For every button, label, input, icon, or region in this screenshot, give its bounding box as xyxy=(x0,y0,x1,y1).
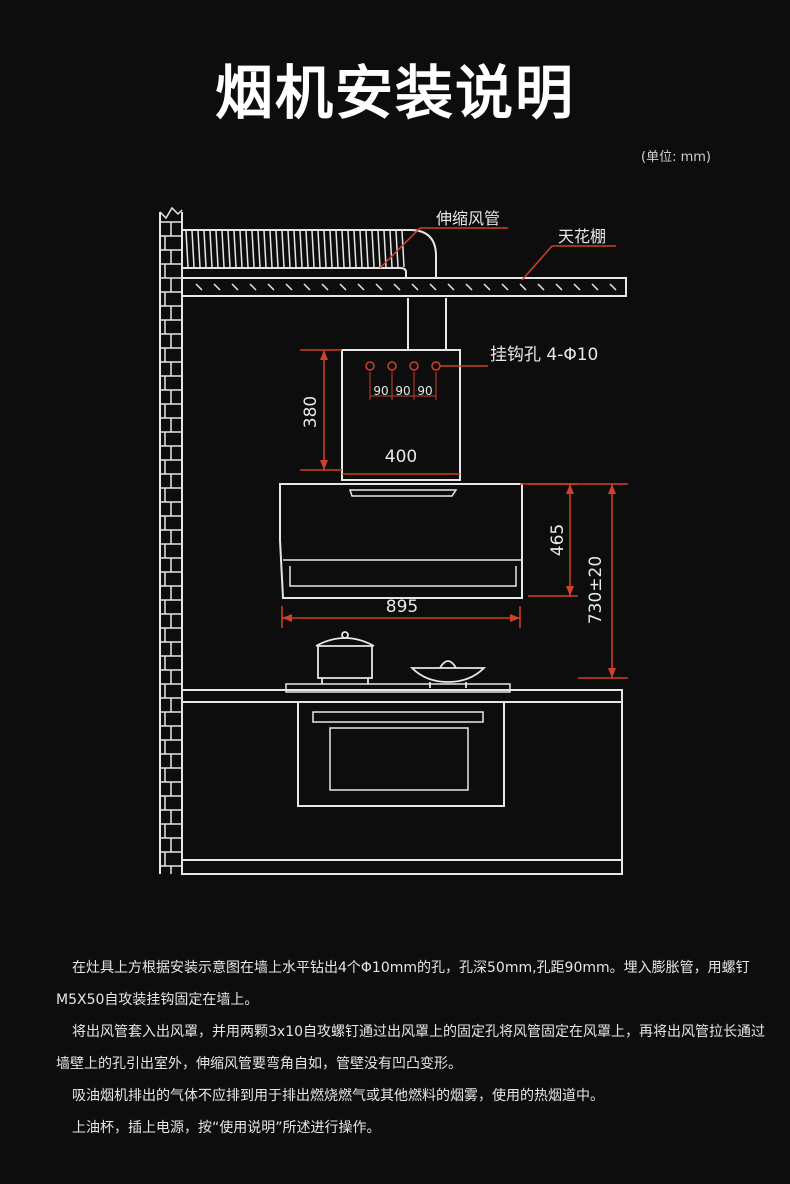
instruction-paragraph: 上油杯，插上电源，按“使用说明”所述进行操作。 xyxy=(72,1120,381,1136)
kitchen-cabinet xyxy=(181,683,623,875)
instruction-paragraph: 在灶具上方根据安装示意图在墙上水平钻出4个Φ10mm的孔，孔深50mm,孔距90… xyxy=(56,960,750,1008)
ceiling-label: 天花棚 xyxy=(558,227,606,246)
flexible-duct xyxy=(182,229,447,350)
dim-380-line xyxy=(300,349,342,471)
spacing-label-3: 90 xyxy=(417,384,432,398)
hood-back-panel xyxy=(341,349,461,481)
dim-730-line xyxy=(520,483,628,679)
ceiling-board xyxy=(181,277,627,297)
ceiling-leader xyxy=(521,245,616,281)
unit-note: (单位: mm) xyxy=(641,150,711,165)
duct-leader xyxy=(379,227,508,269)
instructions: 在灶具上方根据安装示意图在墙上水平钻出4个Φ10mm的孔，孔深50mm,孔距90… xyxy=(56,952,776,1144)
spacing-label-2: 90 xyxy=(395,384,410,398)
pot xyxy=(315,631,375,684)
page-title: 烟机安装说明 xyxy=(214,59,575,127)
installation-diagram: 90 90 90 伸缩风管 天花棚 挂钩孔 4-Φ10 380 400 465 … xyxy=(159,206,628,875)
spacing-label-1: 90 xyxy=(373,384,388,398)
dim-895-line xyxy=(281,606,521,628)
dim-400-label: 400 xyxy=(385,447,417,467)
dim-465-label: 465 xyxy=(548,524,568,556)
instruction-paragraph: 将出风管套入出风罩，并用两颗3x10自攻螺钉通过出风罩上的固定孔将风管固定在风罩… xyxy=(56,1024,766,1072)
dim-730-label: 730±20 xyxy=(586,556,606,624)
dim-895-label: 895 xyxy=(386,597,418,617)
duct-label: 伸缩风管 xyxy=(436,209,500,228)
instruction-paragraph: 吸油烟机排出的气体不应排到用于排出燃烧燃气或其他燃料的烟雾，使用的热烟道中。 xyxy=(72,1088,604,1104)
wok xyxy=(409,660,487,688)
hook-holes-label: 挂钩孔 4-Φ10 xyxy=(490,345,598,365)
brick-wall xyxy=(159,206,183,874)
dim-380-label: 380 xyxy=(301,396,321,428)
hook-holes xyxy=(365,361,441,400)
range-hood xyxy=(279,483,523,599)
